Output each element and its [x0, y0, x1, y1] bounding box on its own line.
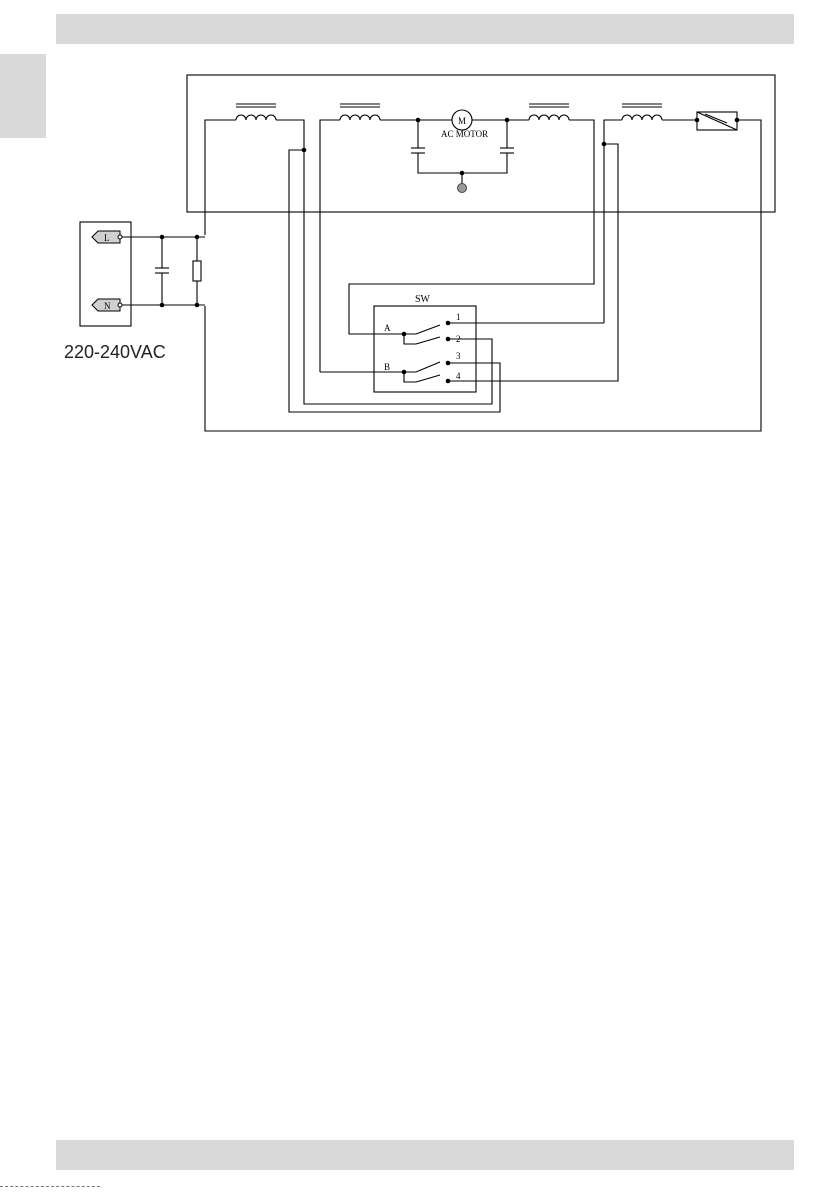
switch-contact-2: 2 — [456, 334, 461, 344]
switch-contact-4: 4 — [456, 371, 461, 381]
switch-contact-3: 3 — [456, 351, 461, 361]
page-edge-rule — [0, 1186, 100, 1188]
terminal-neutral: N — [92, 299, 122, 311]
switch-label: SW — [415, 294, 431, 305]
ground-symbol — [458, 184, 467, 193]
terminal-live: L — [92, 231, 122, 243]
switch-contact-1: 1 — [456, 312, 461, 322]
motor-symbol: M — [458, 116, 466, 126]
page-footer-bar — [56, 1140, 794, 1170]
terminal-live-label: L — [104, 233, 110, 243]
heating-element — [205, 112, 761, 431]
input-filter — [120, 237, 205, 305]
terminal-neutral-label: N — [104, 301, 111, 311]
selector-switch — [320, 306, 476, 392]
inductor-coil-1 — [205, 104, 492, 404]
ac-motor — [411, 110, 529, 184]
switch-input-a: A — [384, 323, 391, 333]
wiring-diagram: L N M AC MOTOR SW A B 1 2 3 4 — [0, 0, 840, 460]
supply-voltage-label: 220-240VAC — [64, 342, 166, 363]
motor-label: AC MOTOR — [441, 129, 488, 139]
switch-input-b: B — [384, 362, 390, 372]
appliance-housing — [187, 75, 775, 212]
